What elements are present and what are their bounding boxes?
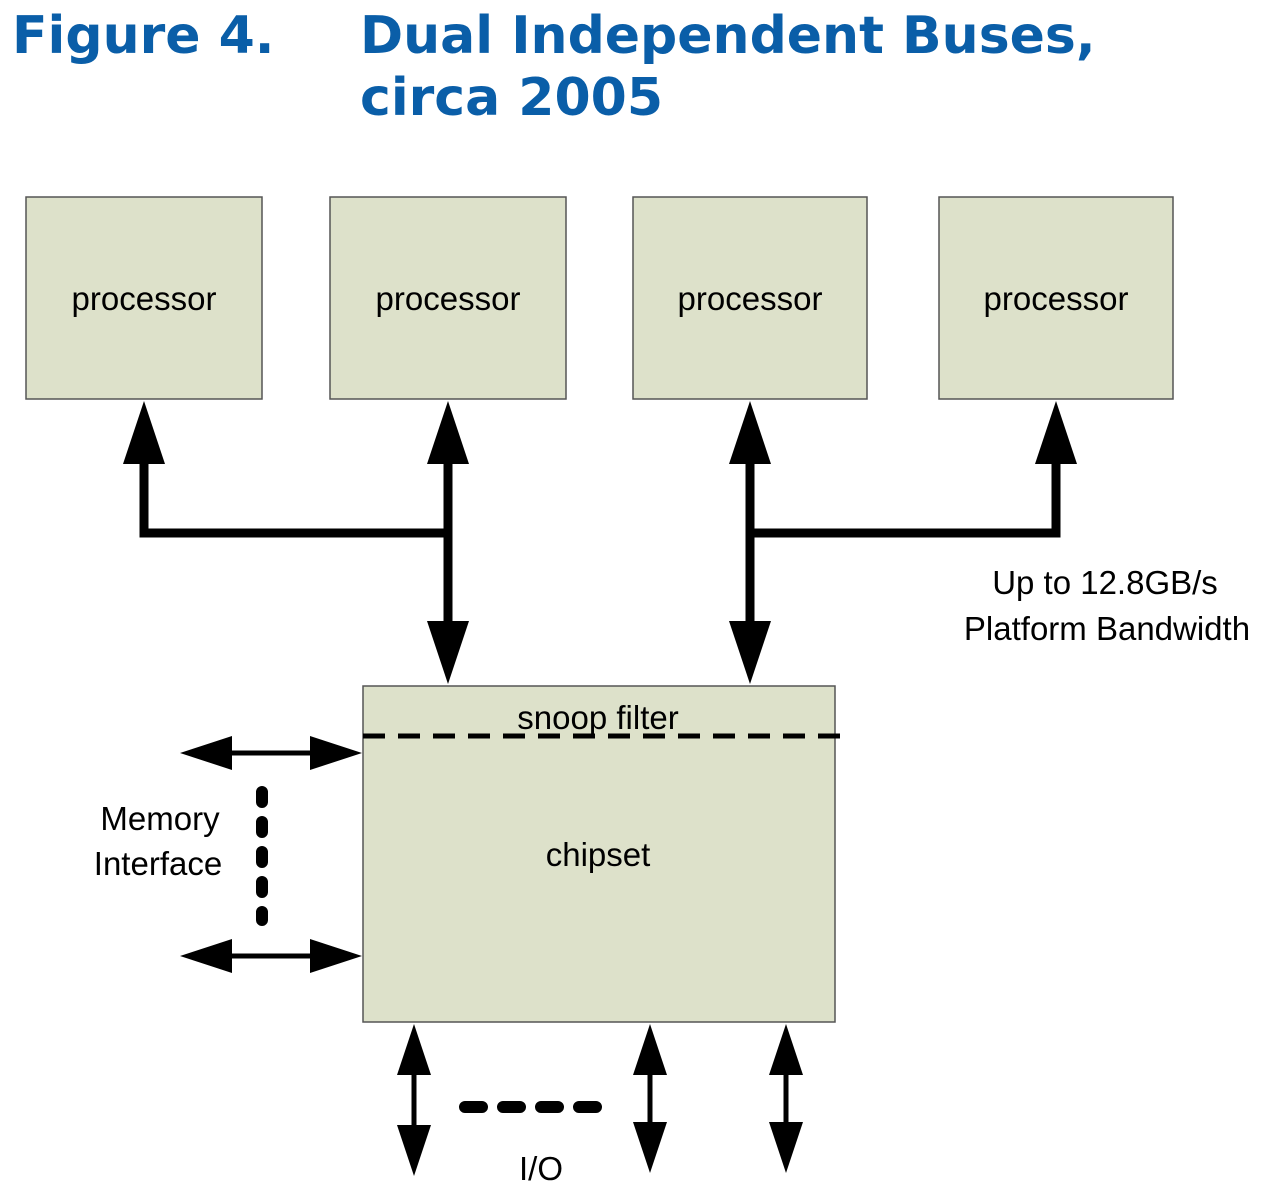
memory-arrowhead-bottom-right [310, 939, 362, 973]
memory-arrowhead-top-right [310, 736, 362, 770]
bandwidth-note-line-1: Up to 12.8GB/s [992, 564, 1218, 601]
processor-label-4: processor [984, 280, 1129, 317]
chipset-box: snoop filter chipset [362, 685, 840, 1023]
memory-arrowhead-top-left [180, 736, 232, 770]
processor-box-1: processor [25, 196, 263, 400]
processor-label-2: processor [376, 280, 521, 317]
io-arrowhead-2-down [633, 1122, 667, 1173]
io-arrowhead-3-up [769, 1024, 803, 1075]
memory-interface: Memory Interface [94, 736, 362, 973]
figure-label: Figure 4. [12, 6, 275, 66]
bus-right-arrowhead-chipset [729, 621, 771, 684]
io-arrowhead-3-down [769, 1122, 803, 1173]
io-arrowhead-2-up [633, 1024, 667, 1075]
processor-label-3: processor [678, 280, 823, 317]
processor-box-3: processor [632, 196, 868, 400]
bus-left [123, 401, 469, 684]
bus-right [729, 401, 1077, 684]
memory-interface-label-line-1: Memory [100, 800, 220, 837]
snoop-filter-label: snoop filter [517, 699, 678, 736]
bus-left-arrowhead-chipset [427, 621, 469, 684]
bus-right-arrowhead-p3 [729, 401, 771, 464]
figure-title-line-2: circa 2005 [360, 68, 664, 128]
figure-title-line-1: Dual Independent Buses, [360, 6, 1096, 66]
io-links: I/O [397, 1024, 803, 1187]
bandwidth-note: Up to 12.8GB/s Platform Bandwidth [964, 564, 1250, 647]
bus-right-arrowhead-p4 [1035, 401, 1077, 464]
memory-interface-label-line-2: Interface [94, 845, 222, 882]
chipset-label: chipset [546, 836, 651, 873]
bus-left-arrowhead-p2 [427, 401, 469, 464]
processor-label-1: processor [72, 280, 217, 317]
processor-box-2: processor [329, 196, 567, 400]
processor-box-4: processor [938, 196, 1174, 400]
bus-left-arrowhead-p1 [123, 401, 165, 464]
bandwidth-note-line-2: Platform Bandwidth [964, 610, 1250, 647]
memory-arrowhead-bottom-left [180, 939, 232, 973]
io-label: I/O [519, 1150, 563, 1187]
io-arrowhead-1-down [397, 1125, 431, 1176]
io-arrowhead-1-up [397, 1024, 431, 1075]
